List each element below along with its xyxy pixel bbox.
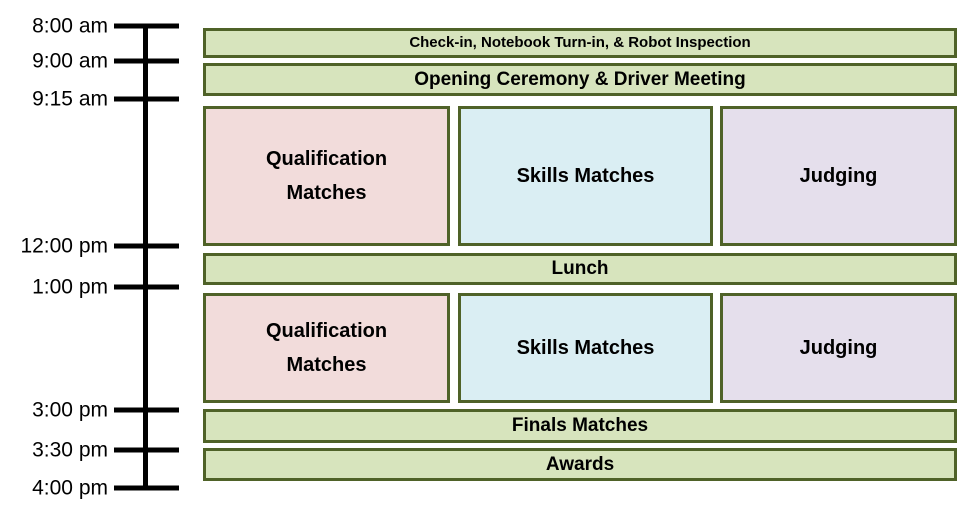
tick-mark-8-00-am bbox=[114, 23, 179, 29]
time-label-1-00-pm: 1:00 pm bbox=[32, 275, 108, 299]
tick-mark-9-00-am bbox=[114, 58, 179, 64]
event-skills-matches-am-label: Skills Matches bbox=[516, 164, 655, 187]
tick-mark-3-30-pm bbox=[114, 447, 179, 453]
time-label-12-00-pm: 12:00 pm bbox=[20, 234, 108, 258]
event-skills-matches-am-block: Skills Matches bbox=[458, 106, 713, 246]
time-label-9-00-am: 9:00 am bbox=[32, 49, 108, 73]
tick-mark-9-15-am bbox=[114, 96, 179, 102]
event-skills-matches-pm-block: Skills Matches bbox=[458, 293, 713, 403]
tick-mark-12-00-pm bbox=[114, 243, 179, 249]
time-label-9-15-am: 9:15 am bbox=[32, 87, 108, 111]
event-opening-ceremony-label: Opening Ceremony & Driver Meeting bbox=[414, 68, 746, 90]
event-judging-pm-label: Judging bbox=[799, 336, 878, 359]
event-judging-am-label: Judging bbox=[799, 164, 878, 187]
event-awards-label: Awards bbox=[545, 453, 615, 475]
time-label-3-00-pm: 3:00 pm bbox=[32, 398, 108, 422]
time-label-3-30-pm: 3:30 pm bbox=[32, 438, 108, 462]
tick-mark-4-00-pm bbox=[114, 485, 179, 491]
timeline-axis-line bbox=[143, 24, 148, 490]
event-checkin-bar: Check-in, Notebook Turn-in, & Robot Insp… bbox=[203, 28, 957, 58]
time-label-4-00-pm: 4:00 pm bbox=[32, 476, 108, 500]
event-judging-am-block: Judging bbox=[720, 106, 957, 246]
event-checkin-label: Check-in, Notebook Turn-in, & Robot Insp… bbox=[409, 33, 751, 51]
tick-mark-1-00-pm bbox=[114, 284, 179, 290]
event-judging-pm-block: Judging bbox=[720, 293, 957, 403]
event-awards-bar: Awards bbox=[203, 448, 957, 481]
time-label-8-00-am: 8:00 am bbox=[32, 14, 108, 38]
event-opening-ceremony-bar: Opening Ceremony & Driver Meeting bbox=[203, 63, 957, 96]
tick-mark-3-00-pm bbox=[114, 407, 179, 413]
event-qualification-matches-am-block: Qualification Matches bbox=[203, 106, 450, 246]
event-qualification-matches-pm-label: Qualification Matches bbox=[265, 320, 388, 376]
event-skills-matches-pm-label: Skills Matches bbox=[516, 336, 655, 359]
event-finals-matches-label: Finals Matches bbox=[511, 415, 649, 437]
event-lunch-label: Lunch bbox=[551, 258, 609, 280]
event-finals-matches-bar: Finals Matches bbox=[203, 409, 957, 443]
event-qualification-matches-am-label: Qualification Matches bbox=[265, 148, 388, 204]
event-qualification-matches-pm-block: Qualification Matches bbox=[203, 293, 450, 403]
event-lunch-bar: Lunch bbox=[203, 253, 957, 285]
